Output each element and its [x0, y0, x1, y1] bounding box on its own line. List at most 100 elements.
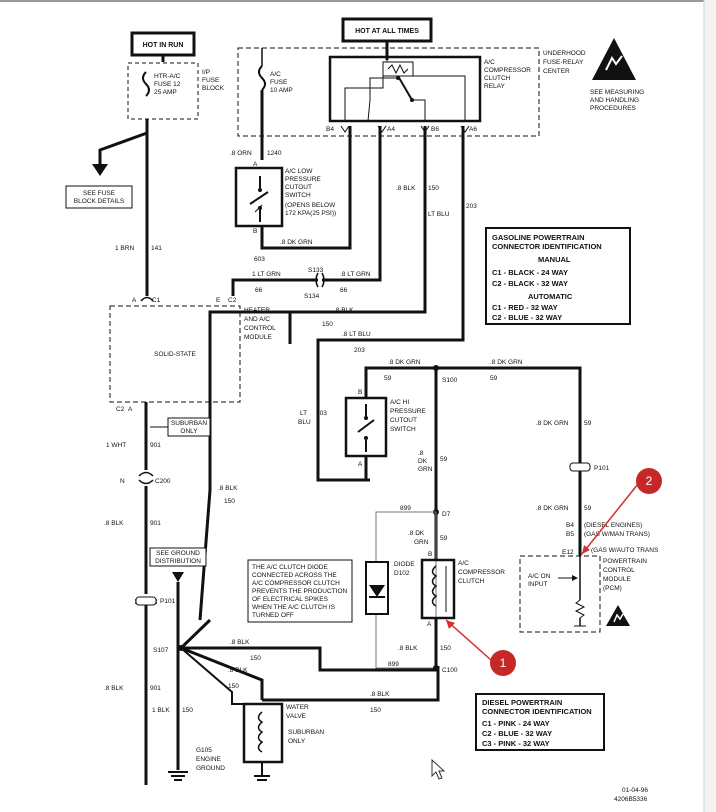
wire-blk-s107b-label: .8 BLK [228, 667, 248, 674]
hi-switch-line4: SWITCH [390, 426, 416, 433]
annotation-marker-2[interactable]: 2 [581, 468, 662, 555]
low-switch-line2: PRESSURE [285, 176, 321, 183]
diode-d102: DIODE D102 [365, 561, 415, 615]
esd-warning-icon: SEE MEASURING AND HANDLING PROCEDURES [590, 38, 644, 112]
wire-dkgrn-59b-num: 59 [490, 375, 498, 382]
footer-date: 01-04-96 [622, 787, 648, 794]
wire-dkgrn-59b-label: .8 DK GRN [490, 359, 523, 366]
pin-b4: B4 [326, 126, 334, 133]
htr-fuse-line1: HTR-A/C [154, 73, 181, 80]
annotation-marker-1[interactable]: 1 [445, 619, 516, 676]
wire-dkgrn-right-num: 59 [584, 420, 592, 427]
wire-blk-901b-num: 901 [150, 685, 161, 692]
gas-table-auto-row1: C1 - RED - 32 WAY [492, 303, 558, 312]
see-fuse-box: SEE FUSE BLOCK DETAILS [65, 185, 133, 209]
ac-fuse-line2: FUSE [270, 79, 288, 86]
wire-dkgrn-59-label: .8 DK GRN [388, 359, 421, 366]
ground-line3: GROUND [196, 765, 225, 772]
wire-blk-rel-label: .8 BLK [396, 185, 416, 192]
wire-899a: 899 [400, 505, 411, 512]
pin-e-module: E [216, 297, 221, 304]
pin-a-clutch: A [427, 621, 432, 628]
hot-in-run-label: HOT IN RUN [143, 42, 184, 49]
diesel-table-row2: C2 - BLUE - 32 WAY [482, 729, 552, 738]
hot-at-all-times-label: HOT AT ALL TIMES [355, 28, 419, 35]
relay-line1: A/C [484, 59, 495, 66]
ground-line1: G105 [196, 747, 212, 754]
ac-fuse-line1: A/C [270, 71, 281, 78]
wire-wht-label: 1 WHT [106, 442, 126, 449]
htr-fuse-line2: FUSE 12 [154, 81, 181, 88]
splice-s107: S107 [153, 647, 169, 654]
see-fuse-line2: BLOCK DETAILS [74, 198, 125, 205]
ground-line2: ENGINE [196, 756, 222, 763]
wire-blk-ground-label: 1 BLK [152, 707, 170, 714]
diode-note-line5: OF ELECTRICAL SPIKES [252, 596, 329, 603]
wire-dkgrn-pcm-num: 59 [584, 505, 592, 512]
wire-ltblu-rel-num: 203 [466, 203, 477, 210]
ac-on-input-line2: INPUT [528, 581, 548, 588]
hi-lt-blu-1: 203 [316, 410, 327, 417]
wire-899b: 899 [388, 661, 399, 668]
ac-fuse: A/C FUSE 10 AMP [258, 65, 293, 94]
pin-n: N [120, 478, 125, 485]
wire-blk-150-label: .8 BLK [334, 307, 354, 314]
wire-blk-s107b-num: 150 [228, 683, 239, 690]
water-valve-note2: ONLY [288, 738, 306, 745]
wire-blk-150-num: 150 [322, 321, 333, 328]
relay-line4: RELAY [484, 83, 505, 90]
wire-ltgrn-a-label: 1 LT GRN [252, 271, 281, 278]
gas-table-manual-row2: C2 - BLACK - 32 WAY [492, 279, 568, 288]
heater-module-line2: AND A/C [244, 316, 270, 323]
suburban-line2: ONLY [180, 428, 198, 435]
splice-s134: C100 [442, 667, 458, 674]
hi-switch-line3: CUTOUT [390, 417, 417, 424]
clutch-line3: CLUTCH [458, 578, 485, 585]
splice-s133: D7 [442, 511, 451, 518]
pin-p101-right: P101 [594, 465, 610, 472]
gas-table-title1: GASOLINE POWERTRAIN [492, 233, 585, 242]
diode-note-line4: PREVENTS THE PRODUCTION [252, 588, 348, 595]
low-switch-line4: SWITCH [285, 192, 311, 199]
pin-c100: S134 [304, 293, 320, 300]
clutch-dkgrn-3: 59 [440, 535, 448, 542]
wire-59-hi: 59 [440, 456, 448, 463]
pcm-pin-note2: (GAS W/MAN TRANS) [584, 531, 650, 538]
pcm-line4: (PCM) [603, 585, 622, 592]
gas-table-manual: MANUAL [538, 255, 571, 264]
pcm-pin-note3: (GAS W/AUTO TRANS [591, 547, 659, 554]
wire-ltblu-rel-label: LT BLU [428, 211, 450, 218]
pcm-pin-b5: B5 [566, 531, 574, 538]
pcm-pin-note1: (DIESEL ENGINES) [584, 522, 642, 529]
ip-fuse-block-line1: I/P [202, 69, 210, 76]
low-switch-line1: A/C LOW [285, 168, 313, 175]
ac-on-input-line1: A/C ON [528, 573, 551, 580]
pin-a6: A6 [469, 126, 477, 133]
underhood-line2: FUSE-RELAY [543, 59, 584, 66]
wire-blk-s134-label: .8 BLK [398, 645, 418, 652]
pin-b-hi: B [358, 389, 362, 396]
diode-note-line1: THE A/C CLUTCH DIODE [252, 564, 329, 571]
wire-blk-s107a-label: .8 BLK [230, 639, 250, 646]
compressor-clutch-relay: A/C COMPRESSOR CLUTCH RELAY [328, 55, 531, 123]
gas-connector-table: GASOLINE POWERTRAIN CONNECTOR IDENTIFICA… [485, 227, 631, 325]
clutch-dkgrn-1: .8 DK [408, 530, 425, 537]
water-valve-note1: SUBURBAN [288, 729, 324, 736]
hot-in-run-box: HOT IN RUN [130, 31, 196, 57]
heater-module-line1: HEATER [244, 307, 270, 314]
relay-line3: CLUTCH [484, 75, 511, 82]
underhood-line1: UNDERHOOD [543, 50, 586, 57]
relay-line2: COMPRESSOR [484, 67, 531, 74]
htr-fuse-line3: 25 AMP [154, 89, 177, 96]
pin-a-low: A [253, 161, 258, 168]
wire-ltblu-203-label: .8 LT BLU [342, 331, 371, 338]
water-valve-line1: WATER [286, 704, 309, 711]
pin-c2-low: C2 [116, 406, 125, 413]
pin-b-clutch: B [428, 551, 432, 558]
footer-code: 4206B5336 [614, 796, 648, 803]
wire-blk-rel-num: 150 [428, 185, 439, 192]
wire-blk-150c-num: 150 [370, 707, 381, 714]
ac-low-pressure-switch: A/C LOW PRESSURE CUTOUT SWITCH (OPENS BE… [234, 166, 336, 228]
wire-ltgrn-b-num: 66 [340, 287, 348, 294]
wire-blk-s134-num: 150 [440, 645, 451, 652]
